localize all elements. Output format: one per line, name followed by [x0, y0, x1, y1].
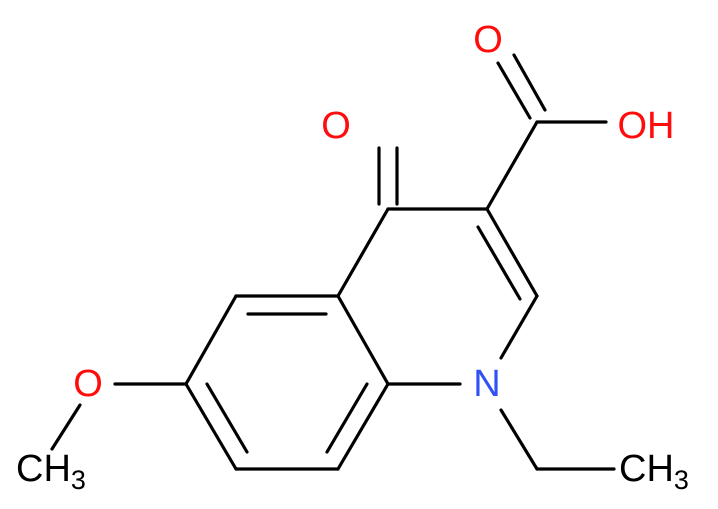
ethyl-methyl-subscript: 3 — [674, 465, 689, 495]
acid-carbonyl-oxygen-label: O — [473, 19, 503, 61]
bond-n1-ch2 — [499, 408, 539, 471]
bond-c8-c8a — [336, 382, 390, 471]
bond-cooh-o-a — [496, 61, 532, 120]
ethyl-methyl-main: CH — [619, 448, 674, 490]
bond-c8a-c4a — [336, 294, 390, 386]
bond-c3-c2 — [485, 207, 539, 298]
bond-c2-n1 — [499, 294, 539, 360]
bond-c8-c8a-inner — [325, 382, 369, 454]
atom-labels: O O OH N O CH3 CH3 — [16, 19, 689, 495]
methoxy-methyl-main: CH — [16, 448, 71, 490]
carbonyl-oxygen-label: O — [321, 105, 351, 147]
bond-cooh-o-b — [512, 53, 547, 112]
methoxy-methyl-subscript: 3 — [71, 465, 86, 495]
methoxy-methyl-label: CH3 — [16, 448, 86, 495]
ethyl-methyl-label: CH3 — [619, 448, 689, 495]
bond-c4a-c4 — [336, 207, 390, 298]
bond-o-ch3 — [50, 403, 82, 451]
bond-c6-c7-inner — [205, 382, 249, 454]
ring-nitrogen-label: N — [473, 363, 500, 405]
bond-c6-c7 — [184, 382, 238, 471]
bond-c3-cooh — [485, 120, 539, 211]
bond-c5-c6 — [184, 294, 238, 386]
bonds — [50, 53, 616, 471]
ether-oxygen-label: O — [73, 363, 103, 405]
acid-hydroxyl-label: OH — [618, 105, 675, 147]
bond-c3-c2-inner — [476, 225, 522, 301]
